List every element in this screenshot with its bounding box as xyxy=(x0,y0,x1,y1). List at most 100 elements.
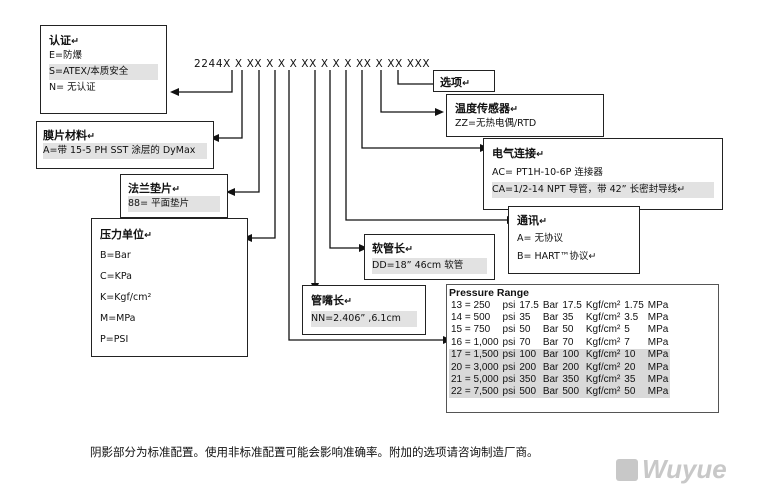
cert-item: N= 无认证 xyxy=(49,82,96,93)
pressure-range-cell: 35 xyxy=(519,312,531,324)
pressure-range-cell: 35 xyxy=(562,312,574,324)
paragraph-mark-icon: ↵ xyxy=(172,184,180,195)
pressure-range-cell: 50 xyxy=(622,385,646,399)
pressure-range-cell: Kgf/cm² xyxy=(585,336,621,348)
pressure-range-cell: MPa xyxy=(645,360,671,374)
units-item: P=PSI xyxy=(100,334,129,345)
cert-title: 认证 xyxy=(49,34,71,47)
pressure-range-cell: psi xyxy=(502,312,516,324)
pressure-range-cell: Kgf/cm² xyxy=(583,373,623,386)
pressure-range-cell: 100 xyxy=(517,348,541,361)
pressure-range-cell: psi xyxy=(500,360,518,374)
comm-box: 通讯↵ A= 无协议 B= HART™协议↵ xyxy=(508,206,640,274)
pressure-range-cell: 7 xyxy=(624,336,630,348)
pressure-range-cell: MPa xyxy=(647,336,669,348)
pressure-range-cell: 70 xyxy=(519,336,531,348)
pressure-range-cell: MPa xyxy=(645,348,671,361)
units-item: B=Bar xyxy=(100,250,131,261)
hose-title: 软管长 xyxy=(372,242,405,255)
pressure-range-cell: Kgf/cm² xyxy=(585,299,621,311)
paragraph-mark-icon: ↵ xyxy=(405,244,413,255)
pressure-range-cell: 17 = 1,500 xyxy=(449,348,501,361)
pressure-range-cell: Bar xyxy=(540,360,561,374)
comm-title: 通讯 xyxy=(517,214,539,227)
pressure-range-cell: 5 xyxy=(624,324,630,336)
footer-note: 阴影部分为标准配置。使用非标准配置可能会影响准确率。附加的选项请咨询制造厂商。 xyxy=(90,445,539,459)
watermark-logo: Wuyue xyxy=(616,454,727,485)
paragraph-mark-icon: ↵ xyxy=(462,78,470,89)
pressure-range-cell: 500 xyxy=(560,385,584,399)
pressure-range-cell: psi xyxy=(502,324,516,336)
hose-box: 软管长↵ DD=18” 46cm 软管 xyxy=(364,234,495,280)
pressure-range-cell: 22 = 7,500 xyxy=(449,385,501,399)
pressure-range-cell: 3.5 xyxy=(624,312,639,324)
pressure-range-cell: 10 xyxy=(622,348,646,361)
pressure-range-cell: 50 xyxy=(519,324,531,336)
pressure-range-cell: 16 = 1,000 xyxy=(451,336,499,348)
pressure-range-cell: psi xyxy=(500,385,518,399)
pressure-range-cell: Bar xyxy=(542,336,559,348)
pressure-range-cell: Bar xyxy=(540,385,561,399)
pressure-range-cell: 20 xyxy=(622,360,646,374)
watermark-mark-icon xyxy=(616,459,638,481)
paragraph-mark-icon: ↵ xyxy=(539,216,547,227)
temp-item: ZZ=无热电偶/RTD xyxy=(455,118,537,129)
units-box: 压力单位↵ B=Bar C=KPa K=Kgf/cm² M=MPa P=PSI xyxy=(91,218,248,357)
pressure-range-cell: Bar xyxy=(540,348,561,361)
pressure-range-cell: Bar xyxy=(542,299,559,311)
pressure-range-cell: MPa xyxy=(647,324,669,336)
elec-item: AC= PT1H-10-6P 连接器 xyxy=(492,167,603,178)
cert-box: 认证↵ E=防爆 S=ATEX/本质安全 N= 无认证 xyxy=(40,25,167,114)
paragraph-mark-icon: ↵ xyxy=(71,36,79,47)
paragraph-mark-icon: ↵ xyxy=(510,104,518,115)
pressure-range-cell: 14 = 500 xyxy=(451,312,491,324)
cert-item: S=ATEX/本质安全 xyxy=(49,64,158,80)
paragraph-mark-icon: ↵ xyxy=(536,149,544,160)
nozzle-item: NN=2.406” ,6.1cm xyxy=(311,311,417,327)
pressure-range-cell: MPa xyxy=(645,385,671,399)
temp-box: 温度传感器↵ ZZ=无热电偶/RTD xyxy=(446,94,604,137)
pressure-range-cell: 17.5 xyxy=(519,299,539,311)
pressure-range-cell: 70 xyxy=(562,336,574,348)
pressure-range-cell: 350 xyxy=(560,373,584,386)
options-box: 选项↵ xyxy=(433,70,495,92)
pressure-range-cell: 20 = 3,000 xyxy=(449,360,501,374)
elec-title: 电气连接 xyxy=(492,147,536,160)
units-item: C=KPa xyxy=(100,271,132,282)
pressure-range-cell: 21 = 5,000 xyxy=(449,373,501,386)
options-title: 选项 xyxy=(440,76,462,89)
elec-box: 电气连接↵ AC= PT1H-10-6P 连接器 CA=1/2-14 NPT 导… xyxy=(483,138,723,210)
pressure-range-cell: 350 xyxy=(517,373,541,386)
pressure-range-cell: psi xyxy=(502,299,516,311)
units-item: K=Kgf/cm² xyxy=(100,292,152,303)
pressure-range-cell: Kgf/cm² xyxy=(585,312,621,324)
pressure-range-title: Pressure Range xyxy=(449,287,529,299)
pressure-range-cell: MPa xyxy=(645,373,671,386)
pressure-range-cell: 17.5 xyxy=(562,299,582,311)
model-code: 2244X X XX X X X XX X X X XX X XX XXX xyxy=(194,58,431,70)
pressure-range-cell: 100 xyxy=(560,348,584,361)
pressure-range-cell: psi xyxy=(500,373,518,386)
pressure-range-cell: Kgf/cm² xyxy=(583,385,623,399)
pressure-range-cell: 15 = 750 xyxy=(451,324,491,336)
pressure-range-cell: psi xyxy=(502,336,516,348)
diaphragm-box: 膜片材料↵ A=带 15-5 PH SST 涂层的 DyMax xyxy=(36,121,214,169)
paragraph-mark-icon: ↵ xyxy=(87,131,95,142)
nozzle-title: 管嘴长 xyxy=(311,294,344,307)
paragraph-mark-icon: ↵ xyxy=(588,251,597,262)
pressure-range-cell: Kgf/cm² xyxy=(583,360,623,374)
pressure-range-cell: Bar xyxy=(542,324,559,336)
watermark-text: Wuyue xyxy=(642,454,727,484)
pressure-range-cell: Kgf/cm² xyxy=(585,324,621,336)
pressure-range-cell: 13 = 250 xyxy=(451,299,491,311)
pressure-range-cell: 200 xyxy=(560,360,584,374)
